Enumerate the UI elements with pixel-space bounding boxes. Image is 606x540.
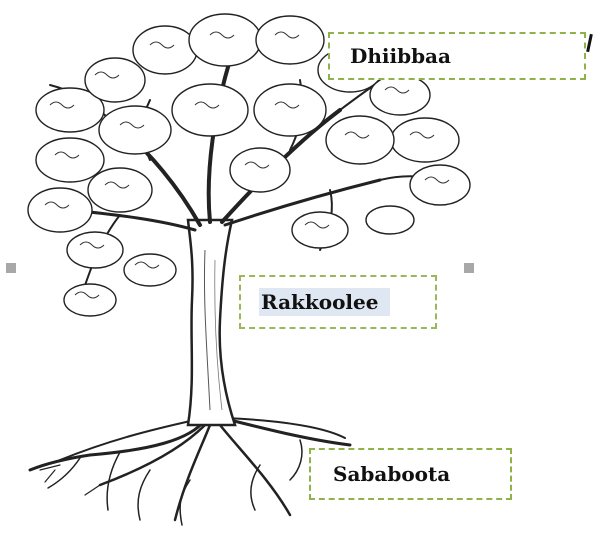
- tree-roots: [30, 418, 350, 525]
- label-text-top: Dhiibbaa: [350, 44, 451, 68]
- label-box-rakkoolee[interactable]: Rakkoolee: [239, 275, 437, 329]
- resize-handle-left-icon[interactable]: [6, 263, 16, 273]
- label-box-dhiibbaa[interactable]: Dhiibbaa: [328, 32, 586, 80]
- resize-handle-right-icon[interactable]: [464, 263, 474, 273]
- label-text-middle: Rakkoolee: [259, 288, 390, 316]
- label-box-sababoota[interactable]: Sababoota: [309, 448, 512, 500]
- tree-trunk: [188, 220, 235, 425]
- label-text-bottom: Sababoota: [333, 462, 450, 486]
